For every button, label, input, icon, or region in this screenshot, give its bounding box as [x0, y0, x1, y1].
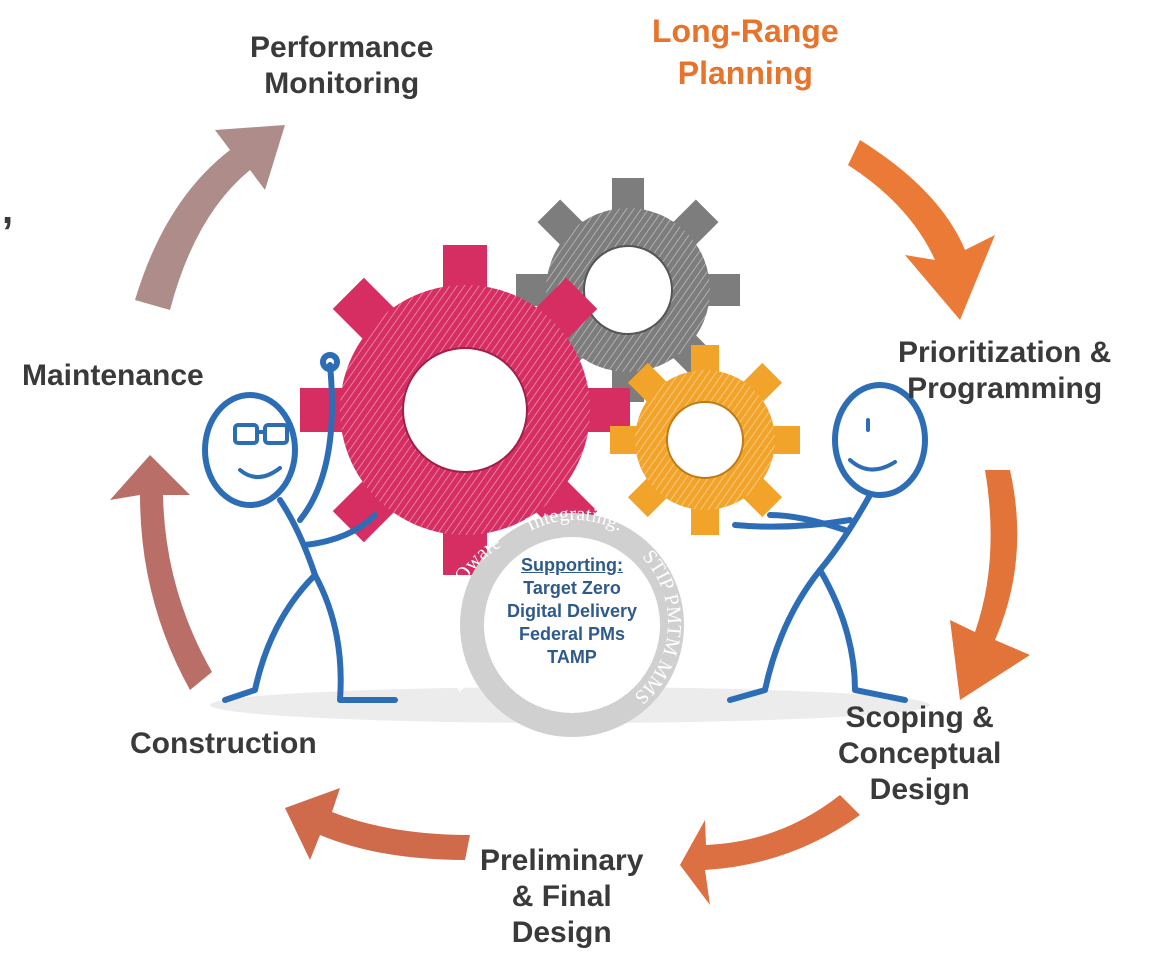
stage-preliminary-final-design: Preliminary & Final Design [480, 844, 644, 949]
stage-scoping-conceptual-design: Scoping & Conceptual Design [838, 701, 1002, 806]
gear-red-icon [300, 245, 630, 575]
supporting-item: Target Zero [523, 578, 621, 598]
stage-prioritization-programming: Prioritization & Programming [898, 336, 1112, 405]
arrow-maintenance-to-performance [135, 125, 285, 310]
arrow-scoping-to-preliminary [680, 795, 860, 905]
arrow-construction-to-maintenance [110, 455, 212, 690]
supporting-item: TAMP [547, 647, 597, 667]
stage-maintenance: Maintenance [22, 359, 204, 392]
supporting-list: Supporting: Target Zero Digital Delivery… [497, 554, 647, 669]
supporting-header: Supporting: [521, 555, 623, 575]
supporting-item: Digital Delivery [506, 601, 638, 621]
arrow-planning-to-prioritization [848, 140, 995, 320]
stage-performance-monitoring: Performance Monitoring [250, 31, 434, 100]
stage-long-range-planning: Long-Range Planning [652, 13, 839, 91]
cycle-arrows [110, 125, 1030, 905]
arrow-prioritization-to-scoping [950, 470, 1030, 700]
integration-hub: Integrating: STIP PMTM MMS BrM AASHTOwar… [436, 503, 685, 737]
stick-figure-right [727, 382, 928, 703]
arrow-preliminary-to-construction [285, 788, 470, 860]
gear-orange-icon [610, 345, 800, 535]
stray-mark: , [2, 188, 14, 232]
supporting-item: Federal PMs [518, 624, 626, 644]
stage-construction: Construction [130, 727, 317, 760]
stick-figure-left [202, 352, 398, 703]
